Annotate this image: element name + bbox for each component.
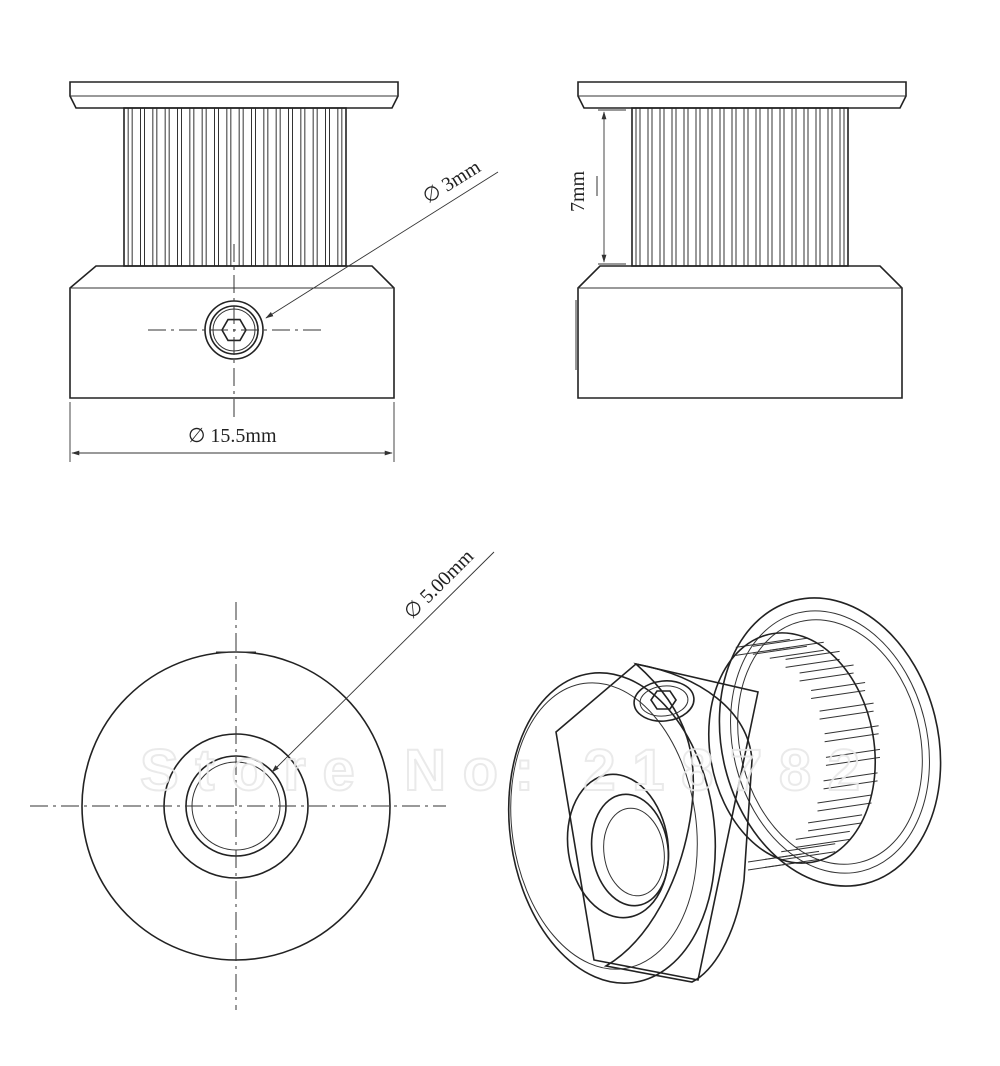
tooth-line: [785, 650, 840, 660]
isometric-teeth: [707, 632, 881, 871]
bore-dimension: ∅ 5.00mm: [400, 545, 478, 623]
tooth-line: [795, 838, 850, 848]
front-view: ∅ 3mm ∅ 15.5mm: [69, 81, 499, 462]
set-screw-dimension: ∅ 3mm: [419, 156, 485, 209]
watermark: Store No: 218782: [140, 738, 860, 803]
outer-diameter-dimension: ∅ 15.5mm: [188, 425, 277, 447]
front-view-teeth: [127, 108, 343, 266]
tooth-ring-outline: [707, 632, 877, 864]
tooth-line: [817, 802, 872, 812]
side-view: 7mm: [567, 81, 907, 399]
tooth-line: [825, 748, 881, 758]
tooth-line: [799, 672, 854, 682]
tooth-line: [825, 756, 881, 766]
tooth-line: [824, 733, 879, 743]
tooth-line: [817, 794, 872, 804]
tooth-line: [824, 725, 879, 735]
tooth-line: [819, 710, 874, 720]
tooth-line: [752, 645, 807, 655]
tooth-line: [747, 861, 803, 871]
tooth-line: [752, 637, 807, 647]
tooth-line: [781, 851, 836, 861]
tooth-line: [747, 853, 803, 863]
isometric-set-screw-icon: [633, 680, 695, 722]
isometric-view: [507, 597, 942, 984]
tooth-line: [823, 780, 878, 790]
tooth-line: [785, 658, 840, 668]
tooth-line: [781, 843, 836, 853]
side-view-teeth: [635, 108, 845, 266]
tooth-line: [811, 690, 866, 700]
tooth-line: [799, 664, 854, 674]
tooth-line: [795, 830, 850, 840]
tooth-line: [769, 641, 824, 651]
tooth-line: [811, 682, 866, 692]
tooth-line: [808, 814, 863, 824]
tooth-line: [823, 772, 878, 782]
tooth-line: [769, 649, 824, 659]
tooth-line: [808, 822, 863, 832]
tooth-width-dimension: 7mm: [567, 170, 589, 212]
